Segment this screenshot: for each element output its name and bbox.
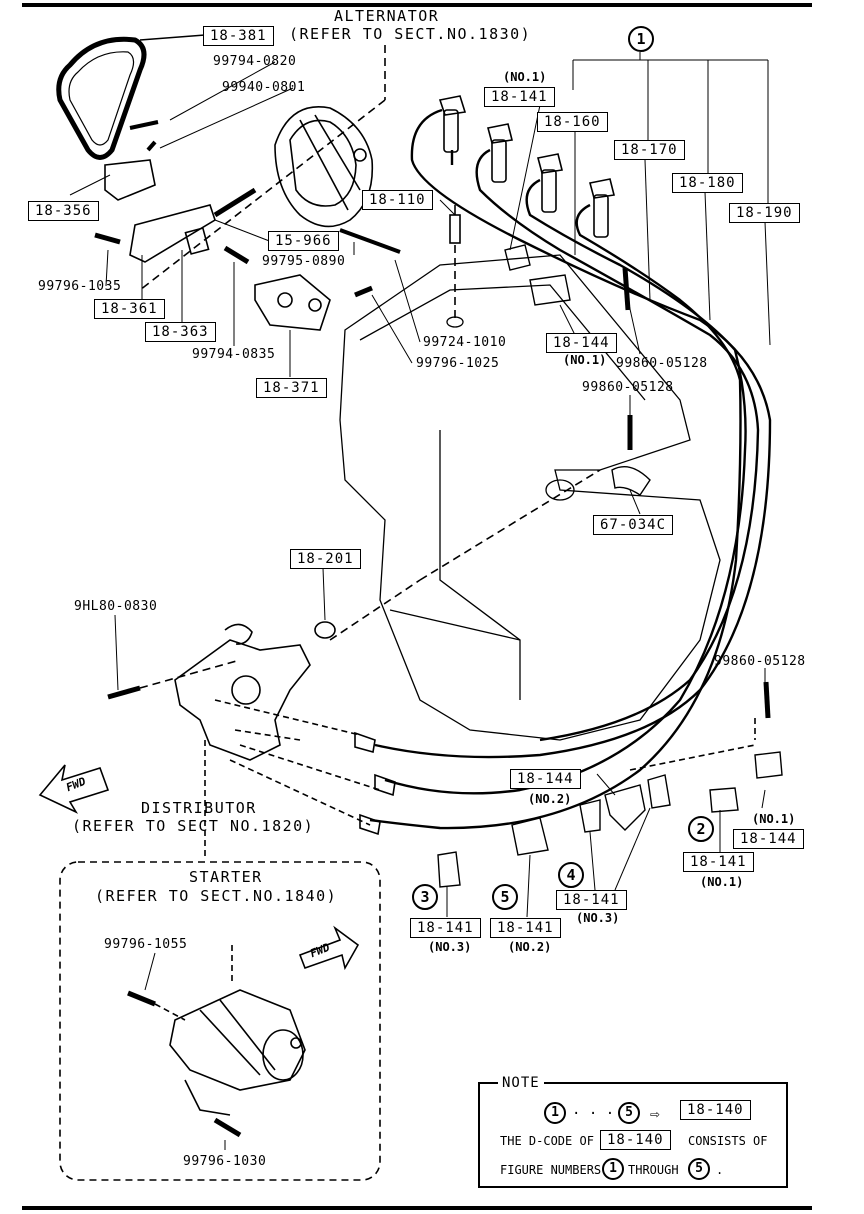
alternator-title: ALTERNATOR: [334, 7, 440, 25]
note-line3-mid: THROUGH: [628, 1163, 679, 1177]
alternator-ref: (REFER TO SECT.NO.1830): [289, 25, 532, 43]
sub-label-no1-right: (NO.1): [752, 812, 796, 826]
note-line3-a: FIGURE NUMBERS: [500, 1163, 602, 1177]
part-99795-0890[interactable]: 99795-0890: [262, 254, 346, 269]
bracket-drawing: [104, 159, 331, 331]
part-18-141-no1-bottom[interactable]: 18-141: [683, 852, 754, 872]
alternator-drawing: [274, 106, 374, 228]
part-99794-0820[interactable]: 99794-0820: [213, 54, 297, 69]
spark-plug-drawing: [449, 205, 461, 244]
sub-label-no1-144: (NO.1): [563, 353, 607, 367]
note-to-number: 5: [618, 1102, 640, 1124]
part-18-363[interactable]: 18-363: [145, 322, 216, 342]
part-18-356[interactable]: 18-356: [28, 201, 99, 221]
note-title: NOTE: [498, 1075, 544, 1091]
starter-drawing: [169, 989, 306, 1116]
sub-label-no1-141: (NO.1): [700, 875, 744, 889]
starter-panel-border: [59, 861, 381, 1181]
figure-number-3: 3: [412, 884, 438, 910]
part-18-361[interactable]: 18-361: [94, 299, 165, 319]
note-line2-b: CONSISTS OF: [688, 1134, 768, 1148]
leader-lines: [69, 52, 771, 1150]
part-18-144-right[interactable]: 18-144: [733, 829, 804, 849]
note-line2-code: 18-140: [600, 1130, 671, 1150]
o-ring-drawing: [314, 621, 336, 639]
distributor-title: DISTRIBUTOR: [141, 799, 257, 817]
bolts-drawing: [94, 120, 771, 1138]
sub-label-no2-144: (NO.2): [528, 792, 572, 806]
note-line3-to: 5: [688, 1158, 710, 1180]
figure-number-1: 1: [628, 26, 654, 52]
part-99724-1010[interactable]: 99724-1010: [423, 335, 507, 350]
part-99796-1030[interactable]: 99796-1030: [183, 1154, 267, 1169]
part-15-966[interactable]: 15-966: [268, 231, 339, 251]
fwd-arrow-starter-drawing: [298, 925, 360, 971]
fwd-arrow-left-drawing: [38, 764, 110, 814]
part-18-141-no3-b[interactable]: 18-141: [556, 890, 627, 910]
part-18-170[interactable]: 18-170: [614, 140, 685, 160]
part-99794-0835[interactable]: 99794-0835: [192, 347, 276, 362]
starter-ref: (REFER TO SECT.NO.1840): [95, 887, 338, 905]
part-99860-05128-b[interactable]: 99860-05128: [582, 380, 674, 395]
distributor-drawing: [174, 623, 396, 836]
part-18-144-top[interactable]: 18-144: [546, 333, 617, 353]
part-18-190[interactable]: 18-190: [729, 203, 800, 223]
sub-label-no2-b: (NO.2): [508, 940, 552, 954]
figure-number-2: 2: [688, 816, 714, 842]
part-99860-05128-a[interactable]: 99860-05128: [616, 356, 708, 371]
note-code: 18-140: [680, 1100, 751, 1120]
part-99940-0801[interactable]: 99940-0801: [222, 80, 306, 95]
part-18-371[interactable]: 18-371: [256, 378, 327, 398]
part-18-141-no3-a[interactable]: 18-141: [410, 918, 481, 938]
part-99796-1055[interactable]: 99796-1055: [104, 937, 188, 952]
note-dots: · · ·: [572, 1106, 615, 1122]
drive-belt-drawing: [56, 36, 147, 160]
ignition-cables-drawing: [369, 108, 772, 830]
part-18-110[interactable]: 18-110: [362, 190, 433, 210]
note-line2-a: THE D-CODE OF: [500, 1134, 594, 1148]
part-99796-1035[interactable]: 99796-1035: [38, 279, 122, 294]
clamps-drawing: [437, 244, 783, 888]
part-18-144-mid[interactable]: 18-144: [510, 769, 581, 789]
figure-number-4: 4: [558, 862, 584, 888]
note-arrow-icon: ⇨: [650, 1104, 660, 1123]
sub-label-no3-c: (NO.3): [576, 911, 620, 925]
figure-number-5: 5: [492, 884, 518, 910]
distributor-ref: (REFER TO SECT NO.1820): [72, 817, 315, 835]
note-line3-from: 1: [602, 1158, 624, 1180]
part-18-141-no2[interactable]: 18-141: [490, 918, 561, 938]
part-18-160[interactable]: 18-160: [537, 112, 608, 132]
part-67-034c[interactable]: 67-034C: [593, 515, 674, 535]
sub-label-no1-top: (NO.1): [503, 70, 547, 84]
part-99796-1025[interactable]: 99796-1025: [416, 356, 500, 371]
sub-label-no3-a: (NO.3): [428, 940, 472, 954]
starter-title: STARTER: [189, 868, 263, 886]
engine-drawing: [339, 254, 721, 741]
note-from-number: 1: [544, 1102, 566, 1124]
part-18-201[interactable]: 18-201: [290, 549, 361, 569]
part-99860-05128-c[interactable]: 99860-05128: [714, 654, 806, 669]
part-18-381[interactable]: 18-381: [203, 26, 274, 46]
part-18-180[interactable]: 18-180: [672, 173, 743, 193]
part-18-141-no1-top[interactable]: 18-141: [484, 87, 555, 107]
note-box: NOTE 1 · · · 5 ⇨ 18-140 THE D-CODE OF 18…: [478, 1075, 788, 1188]
part-9hl80-0830[interactable]: 9HL80-0830: [74, 599, 158, 614]
note-line3-end: .: [716, 1163, 724, 1177]
